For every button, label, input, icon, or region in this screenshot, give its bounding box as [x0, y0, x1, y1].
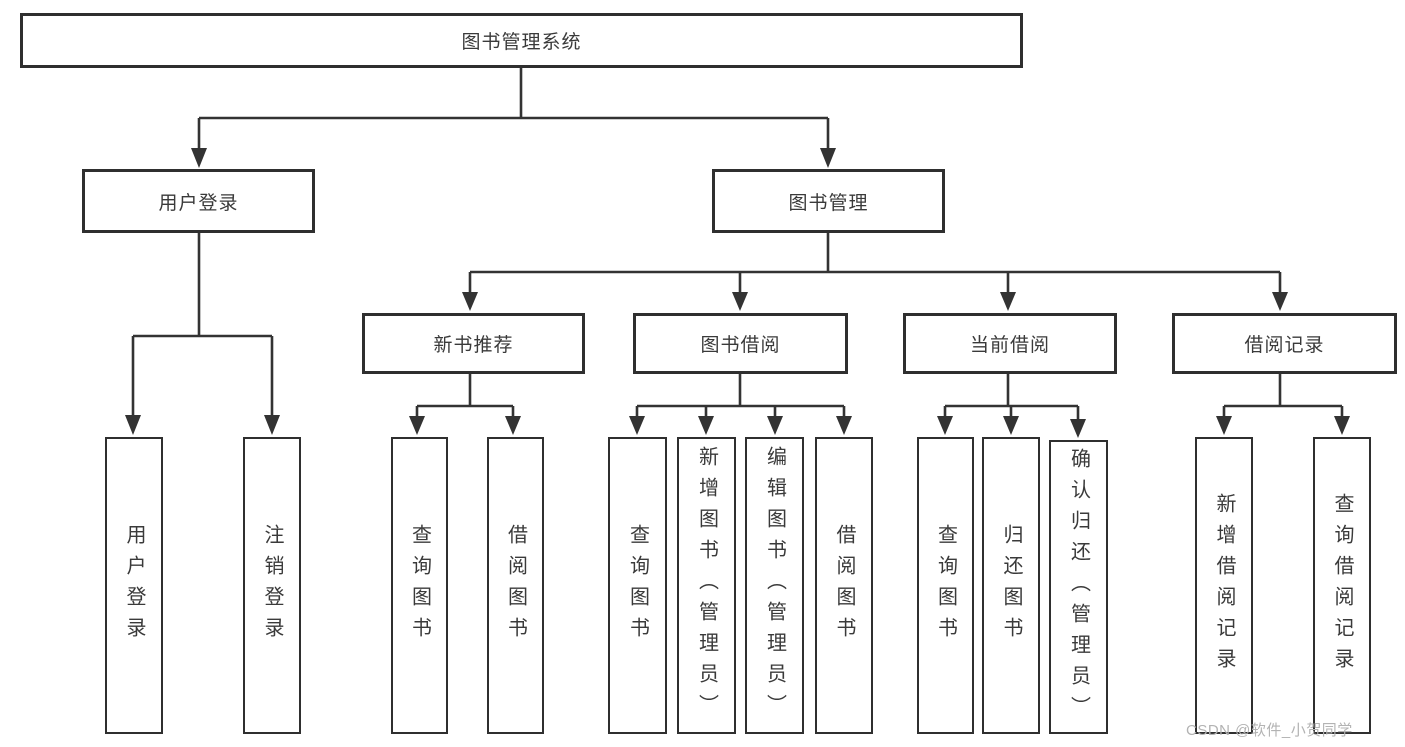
leaf-user-login: 用户登录 — [105, 437, 163, 734]
csdn-watermark: CSDN @软件_小贺同学 — [1186, 722, 1353, 739]
leaf-recommend-borrow-book: 借阅图书 — [487, 437, 544, 734]
leaf-current-query-book: 查询图书 — [917, 437, 974, 734]
leaf-add-borrow-record: 新增借阅记录 — [1195, 437, 1253, 734]
node-current-borrow-label: 当前借阅 — [969, 335, 1050, 356]
leaf-query-borrow-record-label: 查询借阅记录 — [1331, 492, 1353, 679]
leaf-borrow-book: 借阅图书 — [815, 437, 873, 734]
leaf-recommend-query-book: 查询图书 — [391, 437, 448, 734]
node-new-book-recommend: 新书推荐 — [362, 313, 585, 374]
leaf-logout: 注销登录 — [243, 437, 301, 734]
node-user-login-label: 用户登录 — [158, 192, 239, 214]
node-current-borrow: 当前借阅 — [903, 313, 1117, 374]
leaf-add-book-admin-label: 新增图书（管理员） — [695, 446, 718, 725]
node-borrow-records: 借阅记录 — [1172, 313, 1397, 374]
node-book-management: 图书管理 — [712, 169, 945, 233]
leaf-add-book-admin: 新增图书（管理员） — [677, 437, 736, 734]
leaf-user-login-label: 用户登录 — [123, 523, 145, 648]
leaf-borrow-query-book-label: 查询图书 — [626, 523, 649, 648]
node-new-book-recommend-label: 新书推荐 — [433, 335, 514, 356]
leaf-return-book-label: 归还图书 — [1000, 523, 1022, 648]
node-book-management-label: 图书管理 — [788, 192, 869, 214]
node-root-label: 图书管理系统 — [461, 32, 582, 53]
leaf-add-borrow-record-label: 新增借阅记录 — [1213, 492, 1235, 679]
node-user-login: 用户登录 — [82, 169, 315, 233]
leaf-logout-label: 注销登录 — [261, 523, 283, 648]
leaf-edit-book-admin: 编辑图书（管理员） — [745, 437, 804, 734]
leaf-recommend-borrow-book-label: 借阅图书 — [504, 523, 527, 648]
leaf-recommend-query-book-label: 查询图书 — [408, 523, 431, 648]
leaf-confirm-return-admin: 确认归还（管理员） — [1049, 440, 1108, 734]
node-book-borrow-label: 图书借阅 — [700, 335, 781, 356]
node-root: 图书管理系统 — [20, 13, 1023, 68]
leaf-current-query-book-label: 查询图书 — [934, 523, 957, 648]
arrowheads — [125, 148, 1350, 438]
leaf-confirm-return-admin-label: 确认归还（管理员） — [1067, 447, 1090, 727]
node-borrow-records-label: 借阅记录 — [1244, 335, 1325, 356]
leaf-borrow-book-label: 借阅图书 — [833, 523, 855, 648]
leaf-edit-book-admin-label: 编辑图书（管理员） — [763, 446, 786, 725]
leaf-return-book: 归还图书 — [982, 437, 1040, 734]
node-book-borrow: 图书借阅 — [633, 313, 848, 374]
leaf-query-borrow-record: 查询借阅记录 — [1313, 437, 1371, 734]
leaf-borrow-query-book: 查询图书 — [608, 437, 667, 734]
